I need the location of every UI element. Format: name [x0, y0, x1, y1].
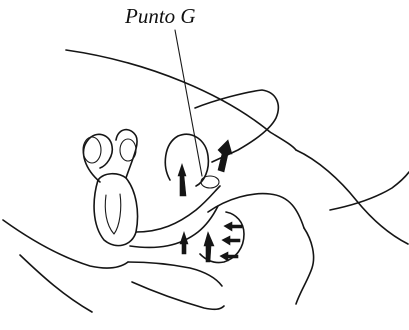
- right-body-lower-contour: [296, 228, 314, 304]
- arrow-mid-left: [180, 232, 188, 254]
- bladder: [165, 134, 208, 186]
- left-ovary: [83, 137, 101, 163]
- arrow-upper-right: [218, 140, 232, 172]
- right-body-contour: [296, 150, 408, 244]
- uterine-cavity: [105, 194, 120, 234]
- right-ovary-tube: [116, 130, 137, 178]
- uterus: [94, 174, 137, 246]
- right-ovary: [120, 139, 136, 161]
- vaginal-canal-lower: [130, 206, 218, 247]
- thigh-lower: [132, 282, 224, 309]
- thigh-upper: [128, 262, 222, 286]
- g-spot-marker: [201, 176, 219, 188]
- buttock-contour: [208, 194, 304, 228]
- arrow-side-1: [224, 222, 242, 231]
- vaginal-canal-upper: [136, 186, 220, 232]
- arrow-side-2: [222, 236, 240, 245]
- right-arc-contour: [330, 172, 409, 210]
- label-leader-line: [175, 30, 202, 176]
- arrow-mid-right: [204, 232, 214, 262]
- arrow-upper-left: [178, 164, 186, 196]
